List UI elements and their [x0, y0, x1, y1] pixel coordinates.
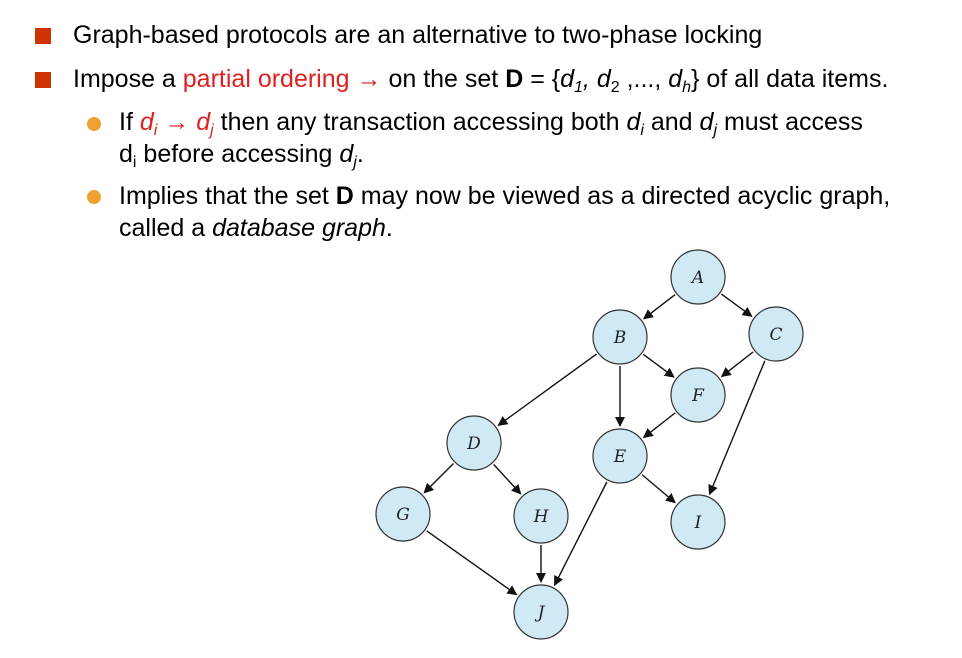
set-d: D	[505, 65, 524, 93]
graph-node-F: F	[670, 367, 726, 423]
graph-node-circle-G	[375, 486, 431, 542]
graph-node-circle-C	[748, 306, 804, 362]
sub-bullet-text-1-line2: di before accessing dj.	[119, 140, 364, 171]
graph-node-label-H: H	[533, 507, 550, 527]
graph-node-G: G	[375, 486, 431, 542]
bullet-1-label: Graph-based protocols are an alternative…	[73, 21, 763, 49]
edge-A-B	[642, 294, 676, 320]
graph-node-circle-H	[513, 488, 569, 544]
graph-node-label-J: J	[535, 603, 546, 623]
graph-node-circle-J	[513, 584, 569, 640]
graph-node-circle-F	[670, 367, 726, 423]
bullet-square-1	[35, 28, 51, 44]
graph-node-label-C: C	[769, 325, 782, 345]
edge-E-J	[553, 481, 608, 587]
arrow-symbol: →	[356, 65, 382, 93]
graph-node-E: E	[592, 428, 648, 484]
graph-node-circle-I	[670, 494, 726, 550]
graph-node-J: J	[513, 584, 569, 640]
sub-bullet-dot-2	[87, 190, 101, 204]
graph-node-label-D: D	[466, 434, 481, 454]
database-graph-term: database graph	[212, 214, 386, 242]
graph-node-label-F: F	[691, 386, 705, 406]
bullet-text-2: Impose a partial ordering → on the set D…	[73, 65, 889, 96]
edge-D-G	[423, 463, 454, 494]
edge-A-C	[721, 293, 753, 317]
edge-F-E	[642, 412, 676, 439]
graph-node-circle-D	[446, 415, 502, 471]
edge-E-I	[641, 474, 676, 504]
sub-bullet-text-2-line1: Implies that the set D may now be viewed…	[119, 182, 891, 210]
graph-node-label-G: G	[396, 505, 410, 525]
edge-G-J	[426, 530, 518, 596]
graph-node-circle-E	[592, 428, 648, 484]
graph-node-H: H	[513, 488, 569, 544]
bullet-text-1: Graph-based protocols are an alternative…	[73, 20, 762, 50]
graph-node-I: I	[670, 494, 726, 550]
sub-bullet-text-2-line2: called a database graph.	[119, 214, 393, 242]
partial-ordering-text: partial ordering	[182, 65, 350, 93]
sub-bullet-text-1-line1: If di → dj then any transaction accessin…	[119, 108, 863, 139]
edge-C-F	[720, 351, 754, 378]
graph-node-label-E: E	[613, 447, 627, 467]
edge-B-F	[642, 353, 675, 378]
edge-D-H	[493, 463, 522, 495]
edge-B-D	[497, 353, 597, 426]
sub-bullet-dot-1	[87, 117, 101, 131]
graph-node-D: D	[446, 415, 502, 471]
bullet-square-2	[35, 72, 51, 88]
graph-node-label-A: A	[690, 268, 704, 288]
graph-node-B: B	[592, 309, 648, 365]
graph-node-label-B: B	[613, 328, 627, 348]
graph-node-circle-A	[670, 249, 726, 305]
graph-node-C: C	[748, 306, 804, 362]
graph-node-circle-B	[592, 309, 648, 365]
edge-C-I	[708, 360, 766, 496]
graph-node-A: A	[670, 249, 726, 305]
graph-node-label-I: I	[694, 513, 702, 533]
